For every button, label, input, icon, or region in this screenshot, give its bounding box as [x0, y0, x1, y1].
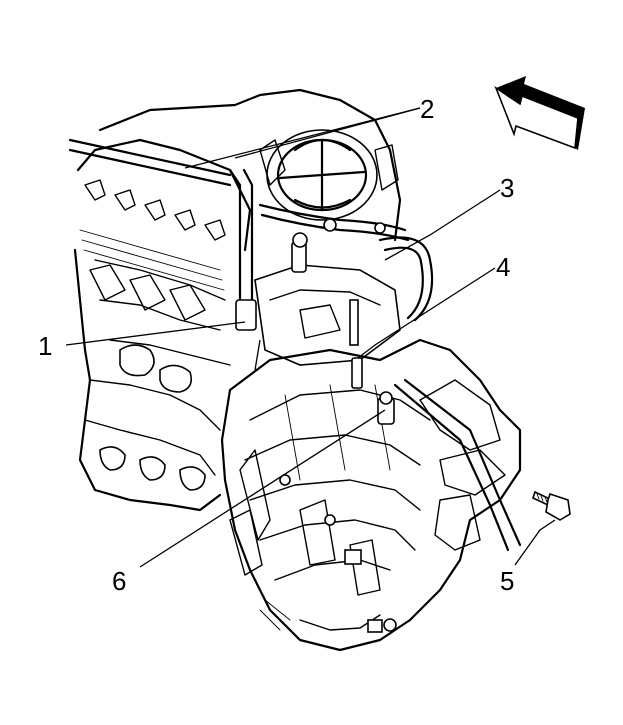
vacuum-hose — [258, 203, 410, 242]
engine-block — [68, 88, 402, 512]
item-2-bracket — [228, 168, 257, 331]
arrow-up-left-icon — [494, 76, 585, 150]
item-6-fitting — [377, 391, 395, 425]
throttle-body — [259, 129, 399, 221]
bracket-plate — [254, 232, 401, 366]
item-4-fitting — [351, 357, 363, 389]
item-5-bolt — [532, 490, 571, 521]
callout-2: 2 — [420, 94, 435, 124]
leader-lines — [65, 107, 556, 568]
callout-4: 4 — [496, 252, 511, 282]
item-3-vent-hose — [378, 236, 434, 322]
cooler-lines — [393, 378, 522, 552]
callout-6: 6 — [112, 566, 127, 596]
callout-3: 3 — [500, 173, 515, 203]
transmission — [220, 338, 522, 652]
callout-5: 5 — [500, 566, 515, 596]
callout-1: 1 — [38, 331, 53, 361]
